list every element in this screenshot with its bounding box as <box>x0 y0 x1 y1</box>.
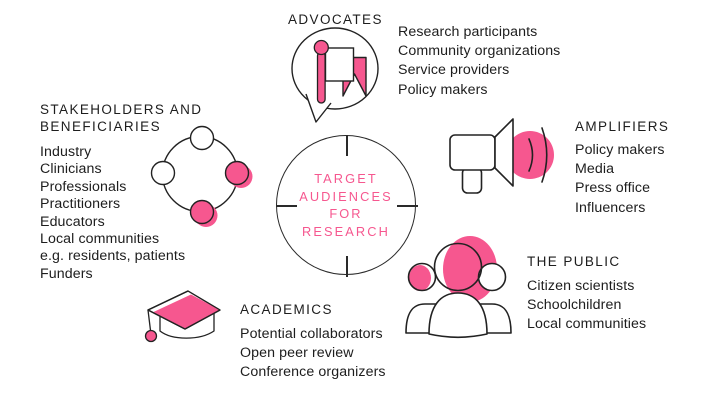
crosshair-tick-top <box>346 135 348 156</box>
list-item: Professionals <box>40 178 127 195</box>
list-item: Schoolchildren <box>527 297 622 314</box>
center-title-line: TARGET <box>314 171 378 186</box>
list-item: Press office <box>575 180 651 197</box>
list-item: Research participants <box>398 24 538 40</box>
flag-speech-bubble-icon <box>291 27 379 123</box>
list-item: Funders <box>40 265 93 282</box>
amplifiers-list: Policy makers Media Press office Influen… <box>575 141 665 218</box>
stakeholders-heading-line2: BENEFICIARIES <box>40 119 161 134</box>
list-item: Influencers <box>575 199 646 216</box>
megaphone-icon <box>449 118 554 194</box>
graduation-cap-icon <box>144 290 221 343</box>
public-heading: THE PUBLIC <box>527 254 621 269</box>
center-title-line: RESEARCH <box>302 223 390 239</box>
academics-list: Potential collaborators Open peer review… <box>240 325 386 383</box>
list-item: Service providers <box>398 62 510 79</box>
stakeholders-heading-line1: STAKEHOLDERS AND <box>40 102 203 117</box>
crosshair-tick-bottom <box>346 256 348 277</box>
list-item: Industry <box>40 144 92 160</box>
people-group-icon <box>405 236 512 339</box>
list-item: Open peer review <box>240 345 354 362</box>
list-item: Clinicians <box>40 161 102 178</box>
list-item: Policy makers <box>575 142 665 158</box>
crosshair-tick-right <box>397 205 418 207</box>
list-item: Local communities <box>527 316 647 333</box>
list-item: Educators <box>40 213 105 230</box>
center-title: TARGET AUDIENCES FOR RESEARCH <box>299 170 393 240</box>
list-item: Practitioners <box>40 196 121 213</box>
center-title-line: FOR <box>329 206 363 221</box>
amplifiers-heading: AMPLIFIERS <box>575 119 670 134</box>
list-item: Community organizations <box>398 43 561 60</box>
center-circle: TARGET AUDIENCES FOR RESEARCH <box>276 135 418 277</box>
list-item: Citizen scientists <box>527 278 635 294</box>
crosshair-tick-left <box>276 205 297 207</box>
list-item: e.g. residents, patients <box>40 248 186 265</box>
center-title-line: AUDIENCES <box>299 188 393 204</box>
list-item: Potential collaborators <box>240 326 383 342</box>
list-item: Conference organizers <box>240 364 386 381</box>
public-list: Citizen scientists Schoolchildren Local … <box>527 277 646 335</box>
stakeholders-heading: STAKEHOLDERS AND BENEFICIARIES <box>40 101 202 135</box>
list-item: Policy makers <box>398 81 488 98</box>
list-item: Local communities <box>40 231 160 248</box>
advocates-heading: ADVOCATES <box>288 12 383 27</box>
cycle-circles-icon <box>150 125 253 227</box>
academics-heading: ACADEMICS <box>240 302 333 317</box>
stakeholders-list: Industry Clinicians Professionals Practi… <box>40 144 185 283</box>
advocates-list: Research participants Community organiza… <box>398 23 560 100</box>
list-item: Media <box>575 161 615 178</box>
